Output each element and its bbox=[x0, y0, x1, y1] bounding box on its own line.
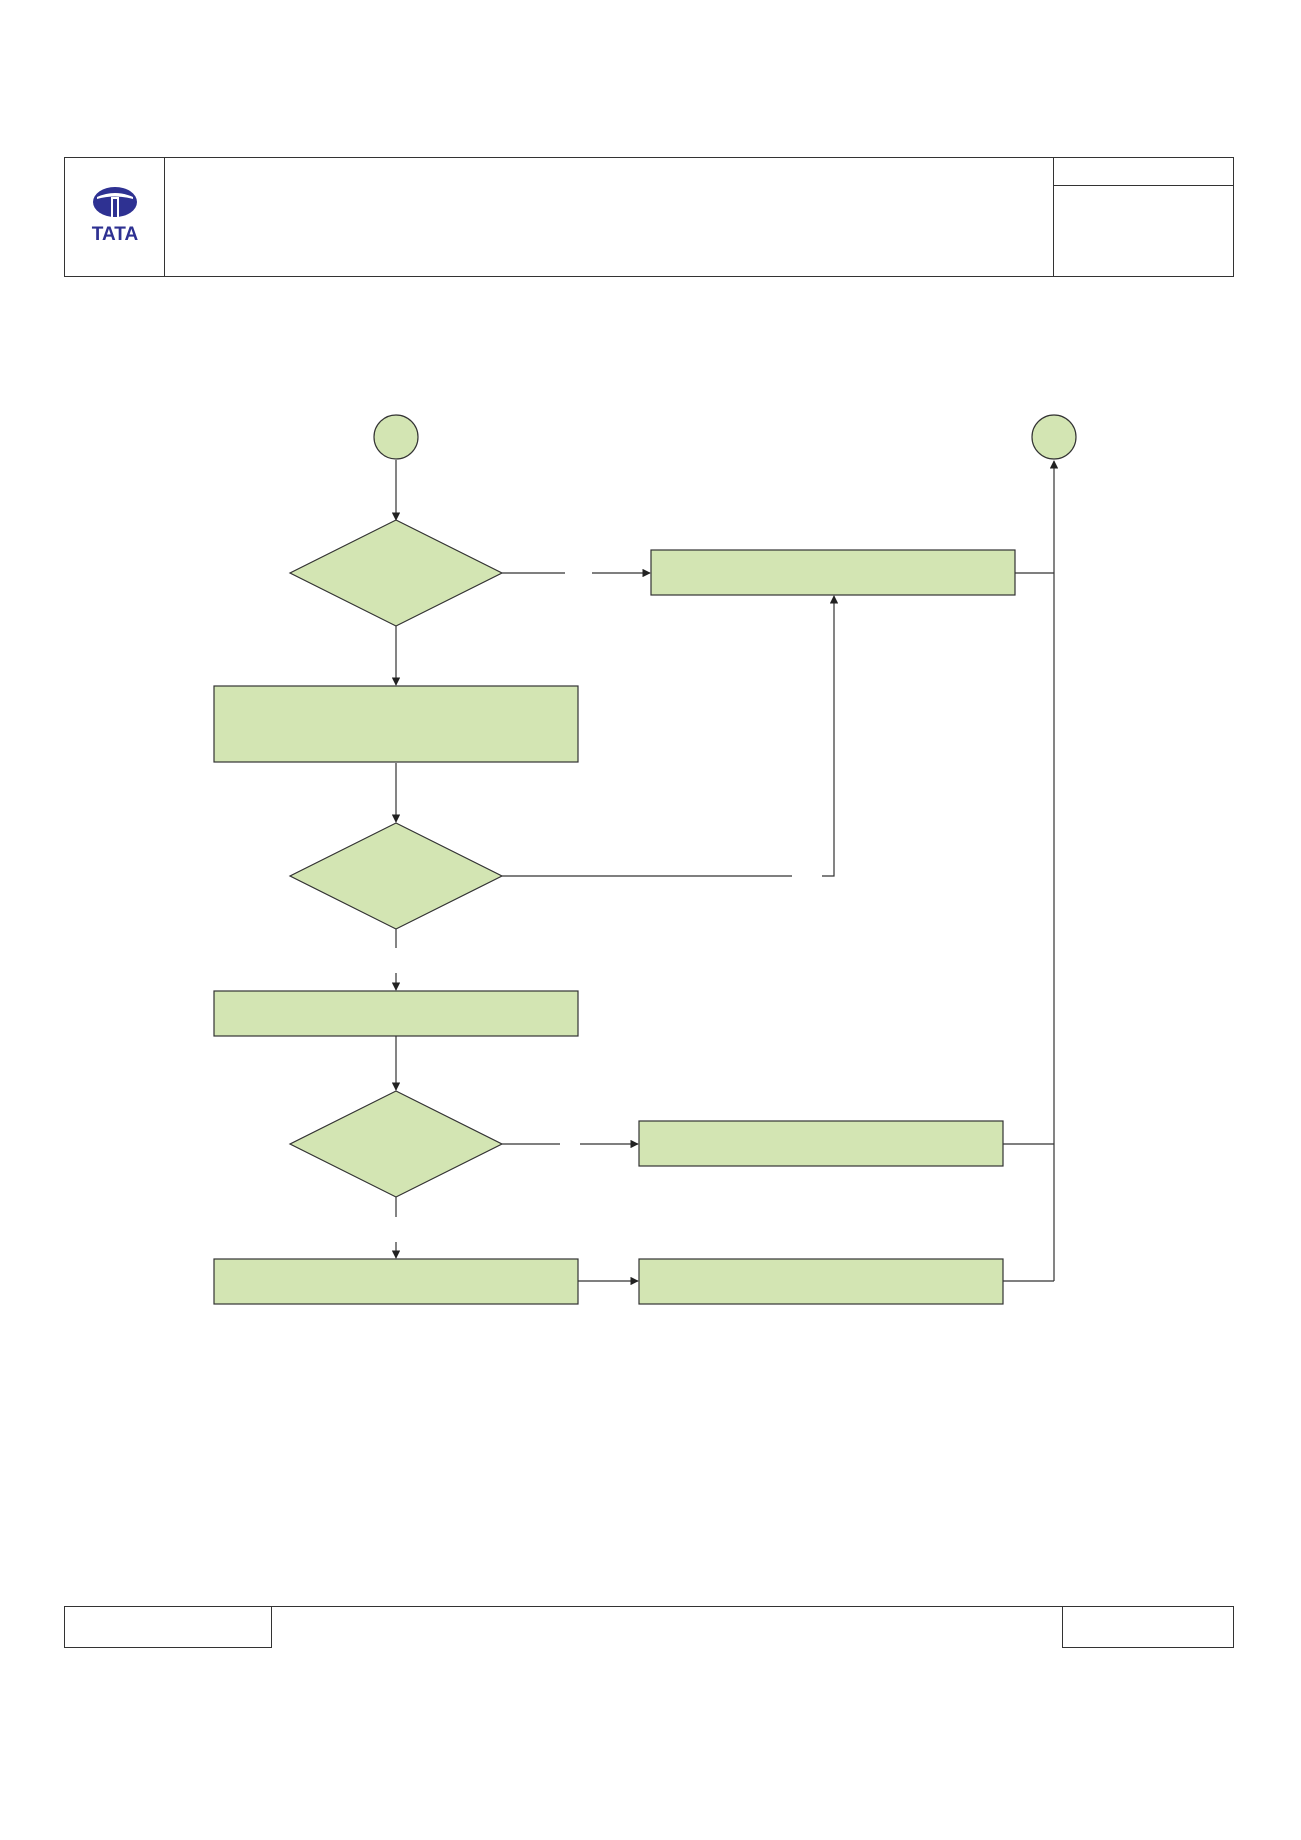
arrow-decision-2-to-right-process-1 bbox=[822, 595, 839, 877]
document-footer bbox=[64, 1606, 1234, 1648]
decision-3 bbox=[288, 1090, 504, 1198]
logo-cell: TATA bbox=[65, 158, 165, 276]
process-right-3 bbox=[638, 1258, 1004, 1305]
process-3 bbox=[213, 1258, 579, 1305]
footer-right-cell bbox=[1062, 1606, 1234, 1648]
footer-left-cell bbox=[64, 1606, 272, 1648]
process-1 bbox=[213, 685, 579, 763]
flow-connectors bbox=[391, 460, 1059, 1286]
footer-center-text bbox=[272, 1606, 1062, 1648]
logo-wordmark: TATA bbox=[92, 224, 139, 245]
decision-1 bbox=[288, 519, 504, 627]
start-connector bbox=[373, 414, 419, 460]
process-right-2 bbox=[638, 1120, 1004, 1167]
process-2 bbox=[213, 990, 579, 1037]
doc-reference bbox=[1054, 158, 1233, 186]
process-right-1 bbox=[650, 549, 1016, 596]
tata-logo-icon: TATA bbox=[92, 187, 139, 245]
header-meta-cell bbox=[1053, 158, 1233, 276]
document-header: TATA bbox=[64, 157, 1234, 277]
flow-nodes bbox=[213, 414, 1077, 1305]
footer-rule bbox=[64, 1606, 1234, 1607]
end-connector bbox=[1031, 414, 1077, 460]
decision-2 bbox=[288, 822, 504, 930]
